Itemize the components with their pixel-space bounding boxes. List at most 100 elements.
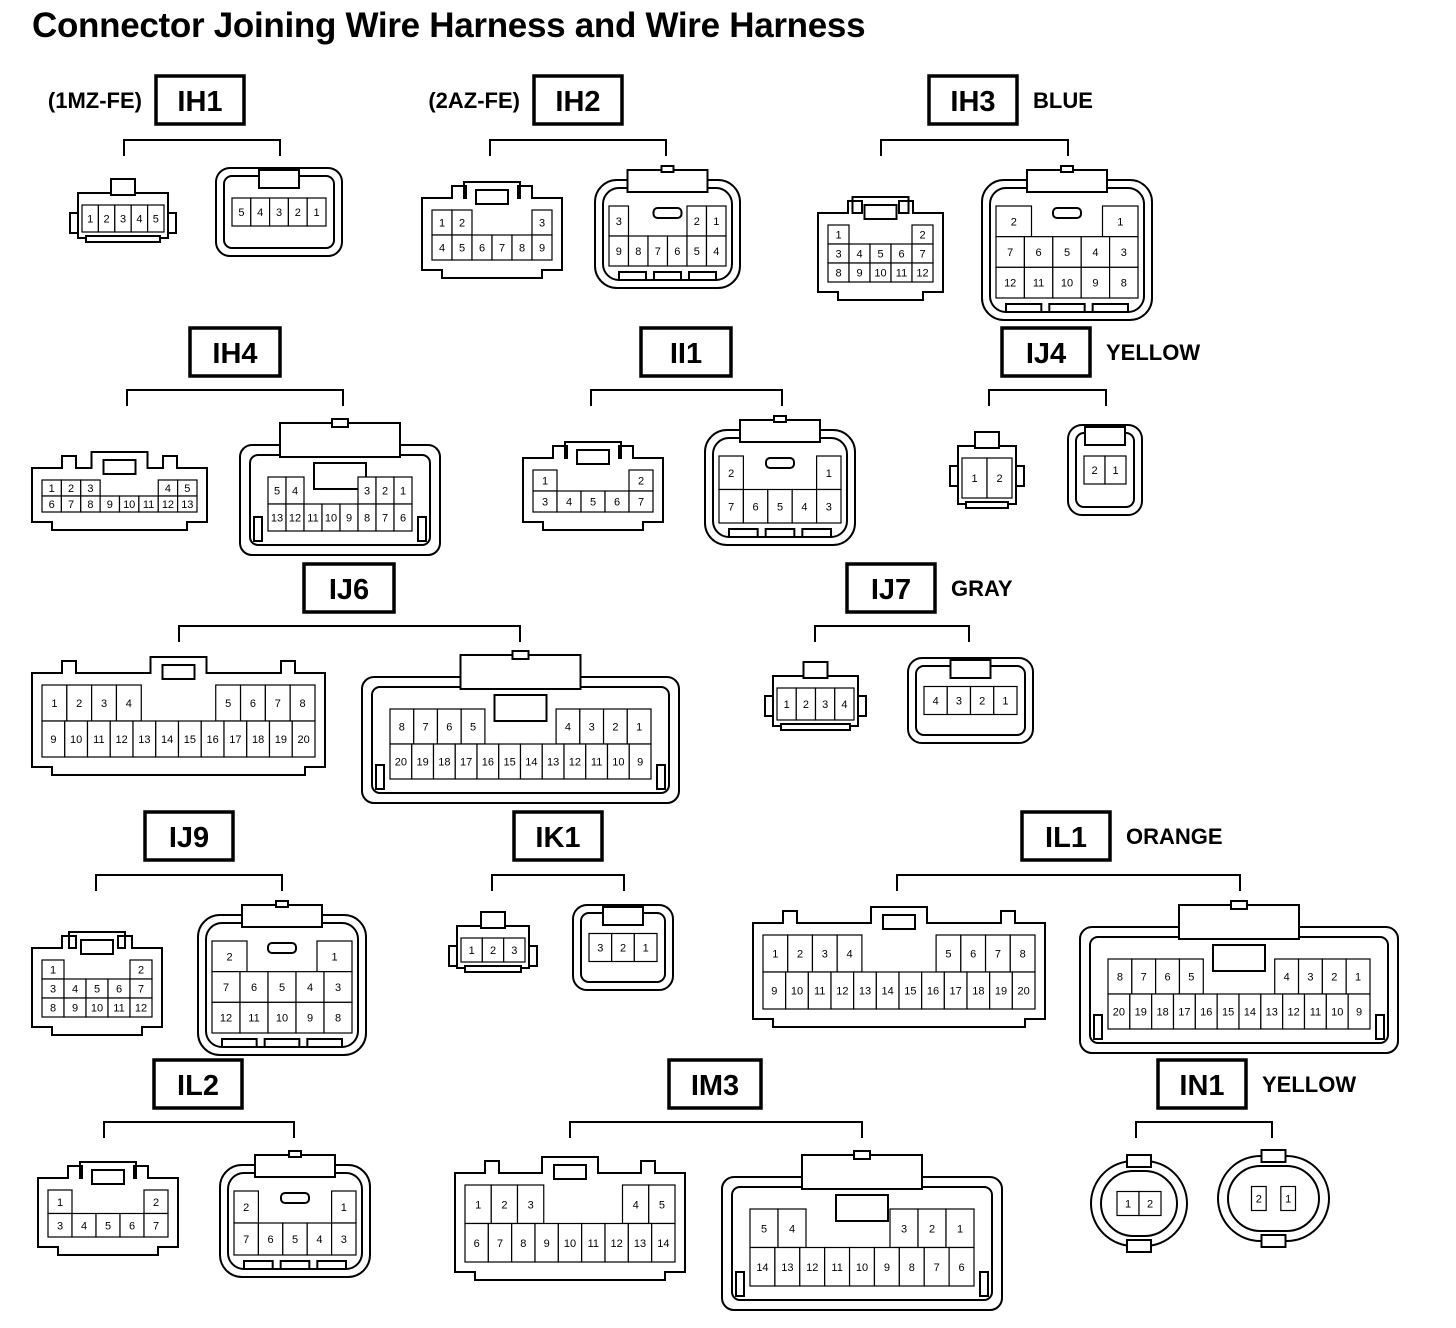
pin-number: 3 [597, 943, 603, 955]
pin-number: 6 [958, 1262, 964, 1274]
pin-number: 7 [223, 982, 229, 994]
pin-number: 2 [929, 1223, 935, 1235]
pin-cell [961, 457, 988, 499]
pin-number: 1 [439, 218, 445, 230]
pin-number: 18 [438, 757, 450, 769]
pin-number: 3 [956, 696, 962, 708]
pin-number: 6 [1036, 247, 1042, 259]
pin-number: 4 [165, 483, 171, 495]
pin-number: 10 [856, 1262, 868, 1274]
pin-cell [995, 205, 1033, 238]
pin-number: 7 [1141, 972, 1147, 984]
pin-number: 12 [135, 1003, 147, 1015]
pin-number: 2 [295, 207, 301, 219]
pin-number: 16 [482, 757, 494, 769]
pin-number: 6 [614, 497, 620, 509]
pin-number: 9 [1092, 278, 1098, 290]
pin-cell [143, 1212, 169, 1238]
mating-bracket [489, 139, 667, 156]
pin-cell [1250, 1185, 1267, 1212]
pin-number: 7 [68, 499, 74, 511]
pin-number: 11 [591, 757, 602, 769]
pin-number: 17 [1178, 1007, 1190, 1019]
pin-cell [1023, 266, 1054, 299]
pin-cell [777, 1208, 807, 1249]
connector-code: IJ9 [169, 822, 209, 854]
pin-number: 14 [657, 1238, 669, 1250]
engine-prefix: (1MZ-FE) [48, 88, 142, 113]
pin-number: 9 [72, 1003, 78, 1015]
pin-number: 5 [1188, 972, 1194, 984]
pin-cell [767, 488, 793, 524]
connector-label-box [1000, 326, 1092, 378]
pin-number: 14 [525, 757, 537, 769]
pin-number: 12 [220, 1013, 232, 1025]
pin-cell [995, 266, 1025, 299]
pin-cell [306, 197, 327, 227]
pin-cell [289, 684, 316, 722]
pin-number: 8 [635, 246, 641, 258]
pin-number: 9 [107, 499, 113, 511]
pin-number: 10 [1331, 1007, 1343, 1019]
pin-number: 5 [761, 1223, 767, 1235]
pin-number: 11 [588, 1238, 599, 1250]
pin-number: 4 [81, 1220, 87, 1232]
pin-number: 6 [474, 1238, 480, 1250]
connector-label-box [512, 810, 604, 862]
pin-number: 4 [1284, 972, 1290, 984]
pin-number: 11 [307, 513, 318, 525]
pin-number: 3 [539, 218, 545, 230]
connector-code: IK1 [535, 822, 580, 854]
mating-bracket [988, 389, 1107, 406]
pin-cell [267, 971, 297, 1003]
pin-number: 20 [298, 734, 310, 746]
pin-number: 18 [252, 734, 264, 746]
connector-label-box [143, 810, 235, 862]
pin-cell [1011, 971, 1036, 1010]
pin-number: 6 [268, 1234, 274, 1246]
color-label: BLUE [1033, 88, 1093, 113]
pin-number: 1 [826, 468, 832, 480]
pin-number: 2 [153, 1197, 159, 1209]
pin-number: 3 [822, 699, 828, 711]
pin-number: 7 [995, 949, 1001, 961]
pin-cell [316, 940, 353, 973]
pin-cell [323, 1001, 353, 1034]
pin-number: 10 [564, 1238, 576, 1250]
pin-cell [917, 1208, 947, 1249]
pin-cell [815, 488, 842, 524]
pin-cell [873, 1246, 900, 1287]
pin-number: 1 [971, 473, 977, 485]
pin-number: 13 [547, 757, 559, 769]
pin-number: 4 [136, 214, 142, 226]
pin-number: 16 [1200, 1007, 1212, 1019]
pin-number: 10 [791, 986, 803, 998]
pin-number: 8 [87, 499, 93, 511]
pin-number: 12 [836, 986, 848, 998]
pin-number: 17 [229, 734, 241, 746]
pin-number: 1 [400, 486, 406, 498]
pin-number: 3 [364, 486, 370, 498]
pin-number: 5 [225, 698, 231, 710]
pin-number: 7 [382, 513, 388, 525]
pin-number: 13 [859, 986, 871, 998]
pin-cell [291, 720, 316, 758]
pin-number: 6 [898, 249, 904, 261]
pin-number: 7 [275, 698, 281, 710]
pin-cell [323, 971, 353, 1003]
pin-number: 3 [616, 216, 622, 228]
pin-cell [824, 1246, 851, 1287]
connector-code: IH4 [212, 338, 257, 370]
